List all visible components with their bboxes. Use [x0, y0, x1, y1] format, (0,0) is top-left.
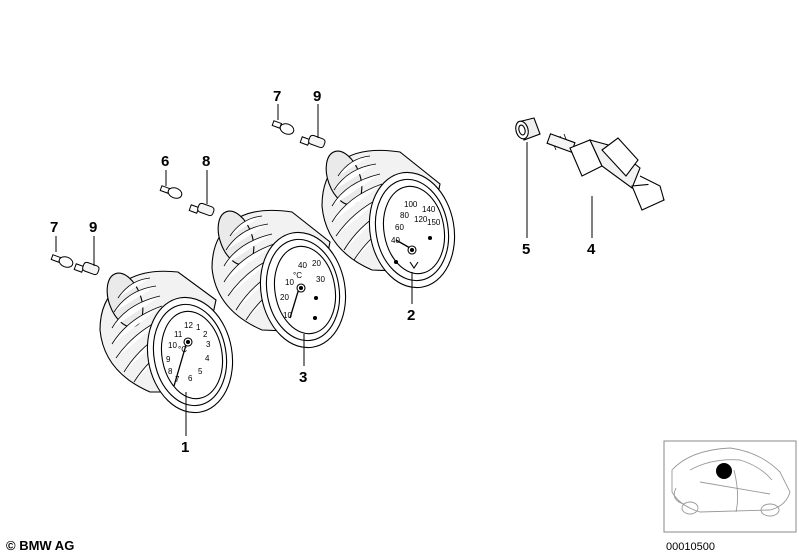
callout-9-left: 9 — [89, 219, 97, 236]
temp-num: 10 — [283, 311, 292, 320]
oil-num: 150 — [427, 218, 441, 227]
callout-labels: 1 2 3 4 5 6 7 8 9 7 9 — [50, 88, 596, 456]
clock-num: 5 — [198, 367, 203, 376]
clock-unit: °C — [178, 345, 187, 354]
temp-num: 20 — [280, 293, 289, 302]
callout-3: 3 — [299, 369, 307, 386]
bushing[interactable] — [514, 117, 541, 141]
callout-8: 8 — [202, 153, 210, 170]
clock-num: 4 — [205, 354, 210, 363]
callout-9-top: 9 — [313, 88, 321, 105]
locator-dot — [716, 463, 732, 479]
gauge-clock[interactable] — [99, 268, 241, 419]
oil-num: 60 — [395, 223, 404, 232]
callout-2: 2 — [407, 307, 415, 324]
temp-unit: °C — [293, 271, 302, 280]
gauge-clock-scale: 12 1 2 3 4 5 6 7 8 9 10 11 °C — [166, 321, 211, 384]
bulb-socket-6[interactable] — [159, 185, 183, 200]
clock-num: 9 — [166, 355, 171, 364]
bulb-9-left[interactable] — [73, 261, 100, 276]
gauge-oil-temperature-scale: 40 60 80 100 120 140 150 — [391, 200, 441, 245]
clock-num: 8 — [168, 367, 173, 376]
oil-num: 80 — [400, 211, 409, 220]
clock-num: 7 — [175, 375, 180, 384]
callout-5: 5 — [522, 241, 530, 258]
car-locator-thumbnail — [663, 440, 797, 533]
callout-6: 6 — [161, 153, 169, 170]
callout-7-left: 7 — [50, 219, 58, 236]
callout-1: 1 — [181, 439, 189, 456]
callout-4: 4 — [587, 241, 596, 258]
clock-num: 6 — [188, 374, 193, 383]
clock-num: 3 — [206, 340, 211, 349]
oil-num: 120 — [414, 215, 428, 224]
bulb-9-top[interactable] — [299, 134, 326, 149]
temp-num: 40 — [298, 261, 307, 270]
clock-num: 2 — [203, 330, 208, 339]
gauge-temperature[interactable] — [211, 206, 354, 354]
bulb-socket-7-left[interactable] — [50, 254, 74, 269]
temp-num: 20 — [312, 259, 321, 268]
temperature-sensor[interactable] — [546, 133, 665, 211]
callout-7-top: 7 — [273, 88, 281, 105]
bulb-8[interactable] — [188, 202, 215, 217]
clock-num: 10 — [168, 341, 177, 350]
bulb-socket-7-top[interactable] — [271, 120, 295, 136]
temp-num: 10 — [285, 278, 294, 287]
leader-lines — [55, 104, 593, 436]
clock-num: 1 — [196, 323, 201, 332]
temp-num: 30 — [316, 275, 325, 284]
oil-num: 140 — [422, 205, 436, 214]
oil-num: 100 — [404, 200, 418, 209]
gauge-oil-temperature[interactable] — [319, 146, 463, 294]
copyright-label: © BMW AG — [6, 538, 75, 553]
diagram-id: 00010500 — [666, 541, 715, 553]
gauge-temperature-scale: 20 30 40 10 20 10 °C — [280, 259, 325, 320]
clock-num: 11 — [174, 330, 183, 339]
clock-num: 12 — [184, 321, 193, 330]
oil-num: 40 — [391, 236, 400, 245]
